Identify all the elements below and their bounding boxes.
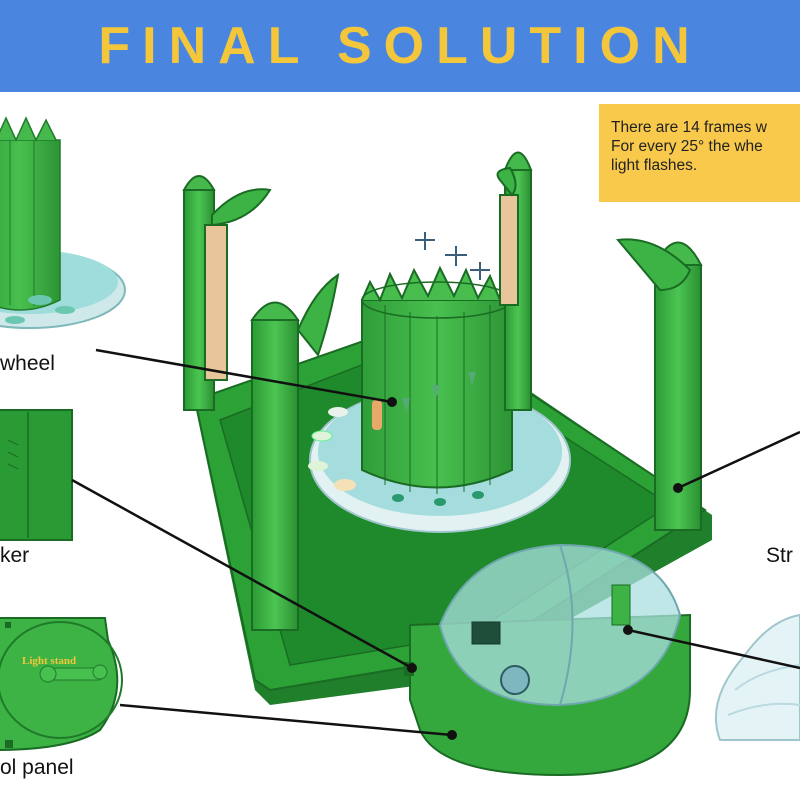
note-line-1: There are 14 frames w: [611, 119, 767, 136]
inset-dome: [714, 613, 800, 741]
label-speaker: ker: [0, 544, 30, 567]
note-line-3: light flashes.: [611, 157, 698, 174]
label-wheel: wheel: [0, 352, 55, 375]
inset-wheel: [0, 116, 126, 329]
post-left-back: [182, 175, 272, 411]
title-banner: [0, 0, 800, 92]
inset-speaker: [0, 409, 73, 541]
leader-lines: [71, 348, 800, 737]
page-title: FINAL SOLUTION: [98, 17, 702, 75]
info-note: There are 14 frames w For every 25° the …: [599, 104, 800, 202]
label-control-panel: ol panel: [0, 756, 74, 779]
main-wheel: [361, 232, 513, 494]
leader-dots: [387, 397, 683, 740]
note-line-2: For every 25° the whe: [611, 138, 763, 155]
control-housing: [404, 543, 691, 777]
post-left-front: [250, 272, 340, 631]
inset-light-stand-text: Light stand: [22, 655, 76, 667]
inset-control-panel: Light stand: [0, 617, 123, 751]
post-right-back: [496, 151, 533, 411]
label-strip: Str: [766, 544, 793, 567]
